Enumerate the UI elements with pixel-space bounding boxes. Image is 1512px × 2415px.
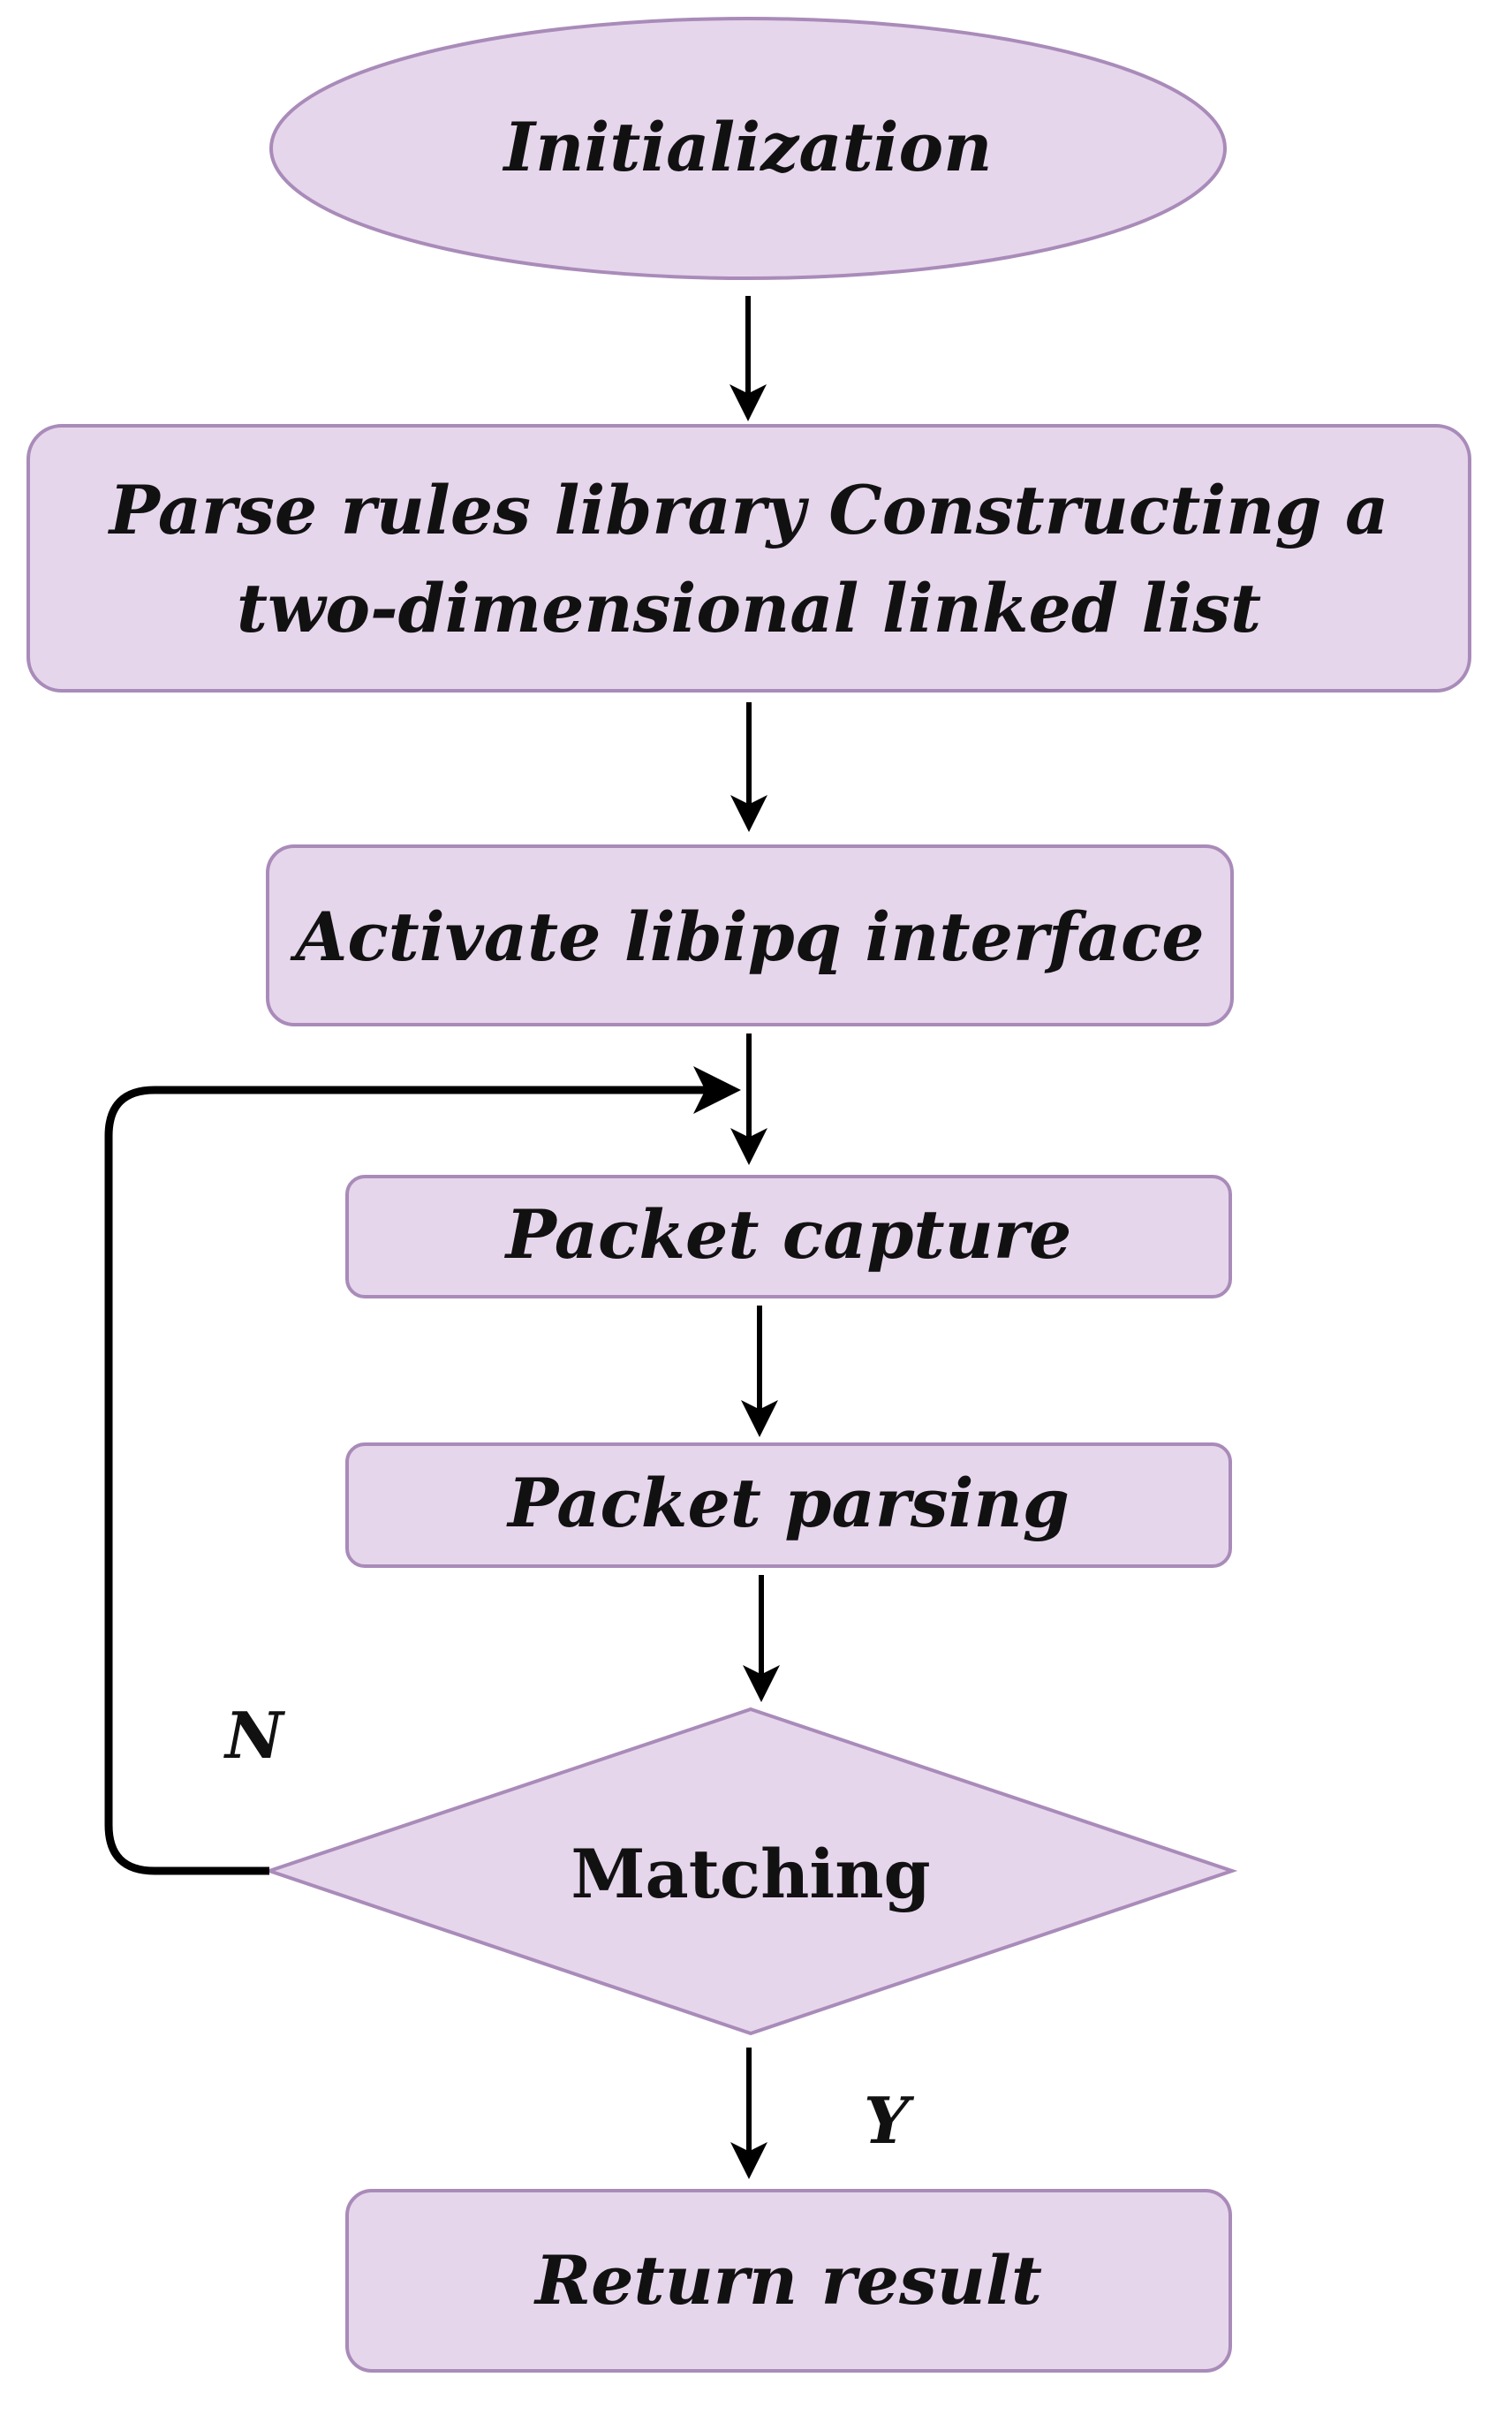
initialization-label: Initialization <box>503 108 993 186</box>
node-activate-libipq: Activate libipq interface <box>266 844 1234 1026</box>
edge-label-no: N <box>223 1698 286 1773</box>
return-result-box <box>345 2189 1232 2373</box>
parse-rules-label-line2: two-dimensional linked list <box>237 569 1261 647</box>
node-packet-capture: Packet capture <box>345 1175 1232 1298</box>
packet-capture-box <box>345 1175 1232 1298</box>
arrow-matching-no-loop <box>104 1066 741 1875</box>
edge-label-yes: Y <box>864 2083 915 2158</box>
node-return-result: Return result <box>345 2189 1232 2373</box>
activate-libipq-box <box>266 844 1234 1026</box>
node-parse-rules: Parse rules library Constructing a two-d… <box>26 424 1471 693</box>
node-initialization: Initialization <box>269 17 1227 280</box>
initialization-ellipse <box>269 17 1227 280</box>
packet-parsing-box <box>345 1442 1232 1568</box>
matching-diamond <box>263 1707 1238 2036</box>
packet-parsing-label: Packet parsing <box>506 1464 1070 1542</box>
node-matching: Matching <box>263 1707 1238 2036</box>
node-packet-parsing: Packet parsing <box>345 1442 1232 1568</box>
parse-rules-label-line1: Parse rules library Constructing a <box>108 471 1389 549</box>
matching-label: Matching <box>571 1835 930 1913</box>
packet-capture-label: Packet capture <box>504 1195 1072 1274</box>
return-result-label: Return result <box>533 2241 1042 2320</box>
parse-rules-box <box>26 424 1471 693</box>
activate-libipq-label: Activate libipq interface <box>290 897 1204 976</box>
